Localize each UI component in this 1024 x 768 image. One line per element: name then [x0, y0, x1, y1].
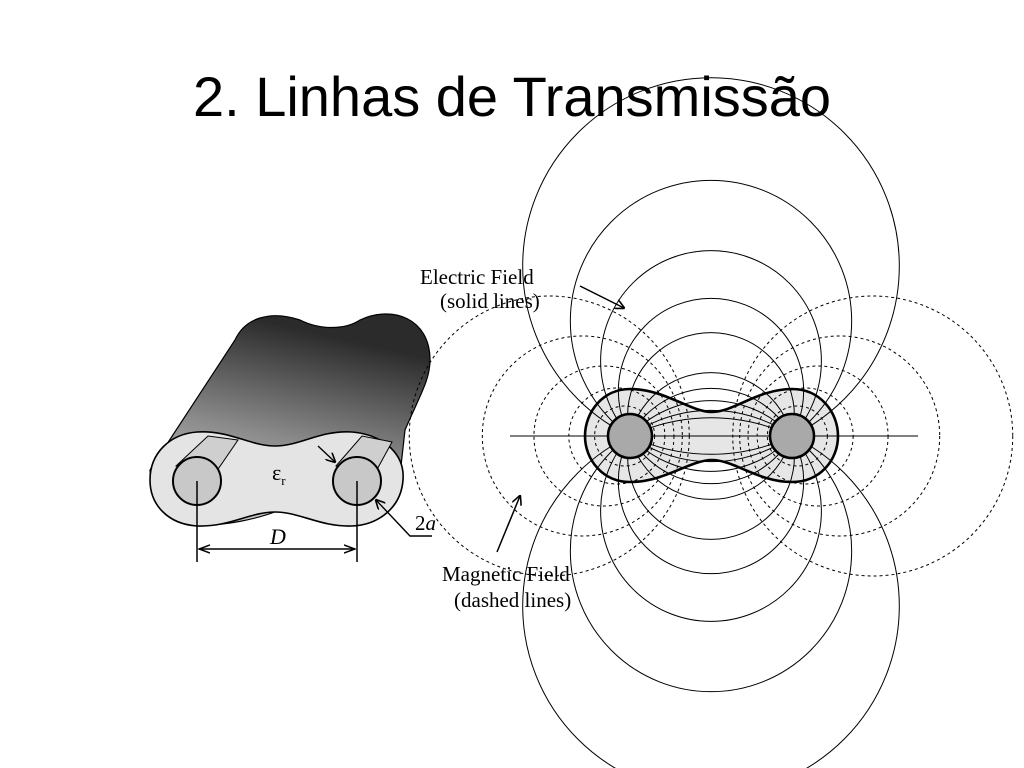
electric-line-upper-4	[522, 77, 900, 455]
electric-field-lines	[522, 77, 900, 768]
permittivity-arrow	[317, 445, 335, 462]
electric-line-lower-1	[617, 387, 805, 575]
slide-title: 2. Linhas de Transmissão	[192, 65, 832, 128]
electric-line-lower-4	[522, 417, 900, 768]
radius-label: 2a	[415, 511, 436, 535]
electric-field-label: Electric Field (solid lines)	[420, 265, 540, 313]
twin-lead-3d-figure: εr D 2a	[149, 313, 436, 562]
electric-field-arrow	[579, 285, 624, 308]
field-left-conductor	[606, 412, 654, 460]
radius-leader-line	[376, 500, 432, 537]
electric-line-upper-2	[600, 250, 822, 472]
permittivity-label: εr	[272, 460, 286, 488]
electric-line-upper-3	[569, 179, 853, 463]
magnetic-field-label: Magnetic Field (dashed lines)	[442, 562, 575, 612]
electric-line-lower-2	[600, 400, 822, 622]
distance-label: D	[269, 524, 286, 549]
magnetic-field-arrow	[496, 496, 520, 553]
electric-line-upper-1	[617, 297, 805, 485]
field-right-conductor	[768, 412, 816, 460]
field-lines-figure: Electric Field (solid lines) Magnetic Fi…	[408, 77, 1014, 768]
electric-line-lower-3	[569, 409, 853, 693]
